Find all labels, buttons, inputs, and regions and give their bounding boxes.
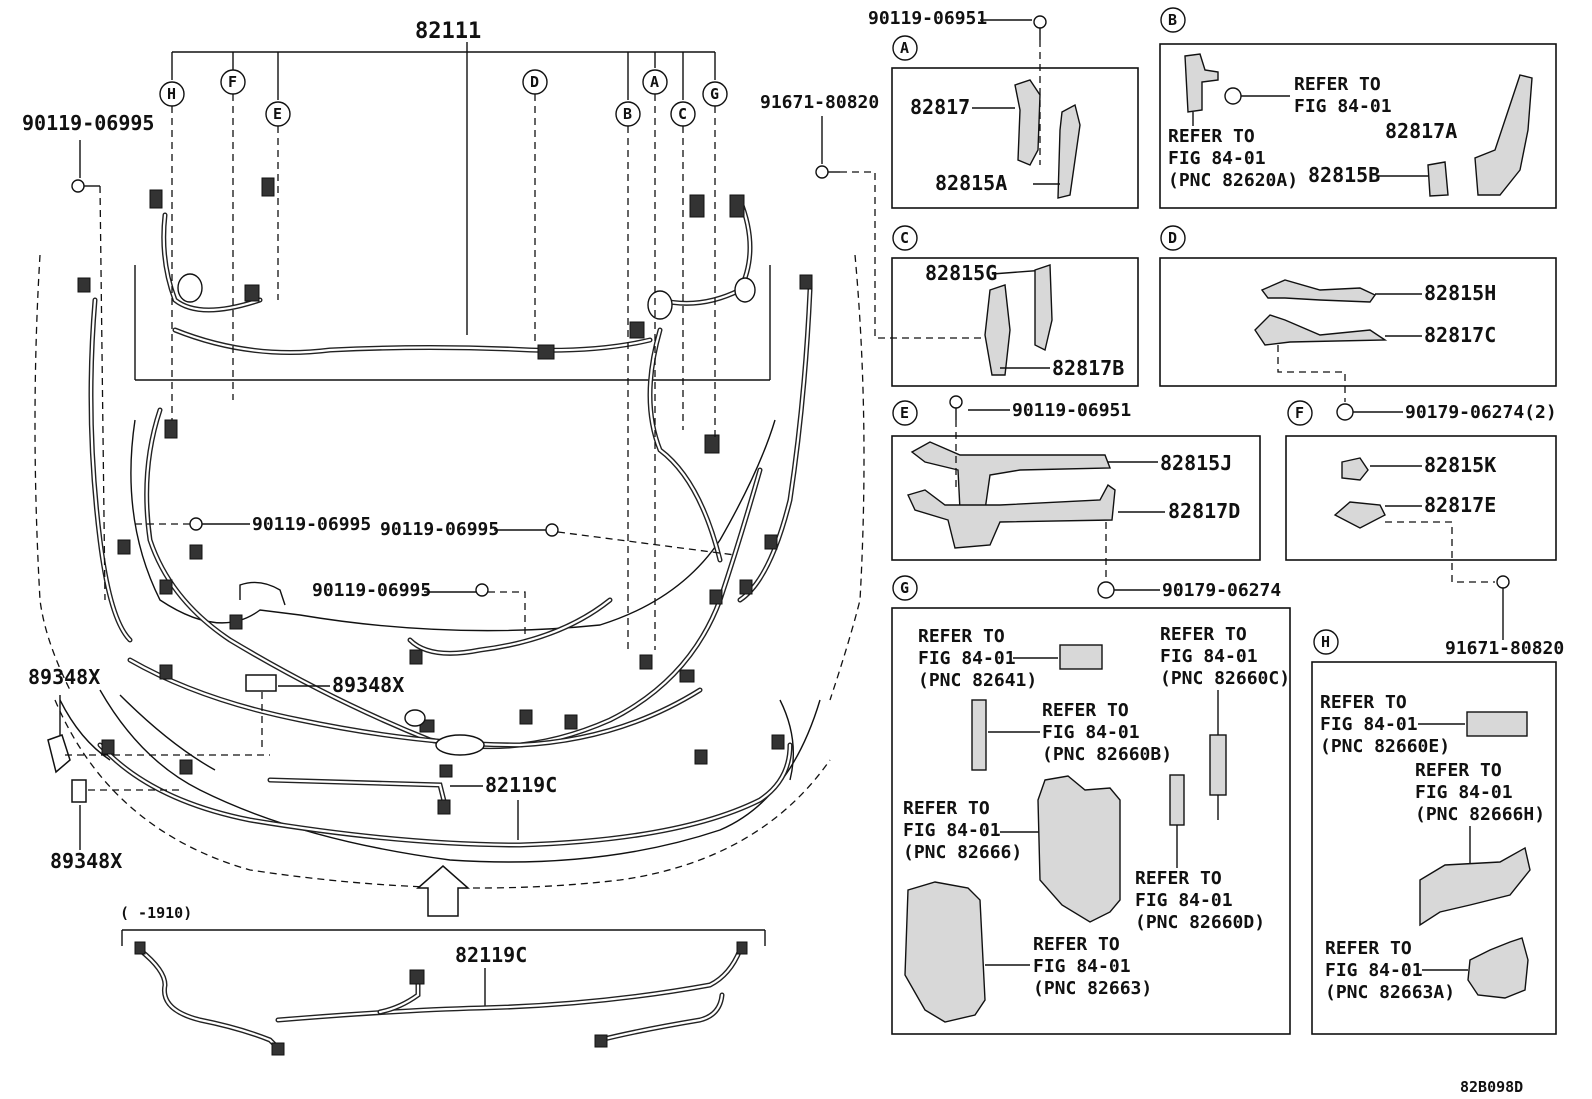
bolt-top-left [71,179,106,601]
inset-f-part-2: 82817E [1424,493,1496,517]
inset-d-part-1: 82815H [1424,281,1496,305]
inset-b-letter: B [1168,11,1177,29]
inset-e-part-2: 82817D [1168,499,1240,523]
inset-b-part-1: 82817A [1385,119,1457,143]
inset-f-bolt: 91671-80820 [1445,638,1564,659]
variant-note: ( -1910) [120,904,192,922]
inset-h-ref1-line1: REFER TO [1320,692,1407,713]
inset-f-part-1: 82815K [1424,453,1496,477]
inset-g-ref6-line2: FIG 84-01 [1033,956,1131,977]
main-assembly: 82111 H F E D B A C G [22,8,1047,1056]
inset-g-ref6-line3: (PNC 82663) [1033,978,1152,999]
inset-f-clip: 90179-06274(2) [1405,402,1557,423]
inset-g-ref3-line3: (PNC 82660B) [1042,744,1172,765]
inset-h-ref2-line2: FIG 84-01 [1415,782,1513,803]
inset-g-ref1-line2: FIG 84-01 [918,648,1016,669]
inset-h-ref1-line3: (PNC 82660E) [1320,736,1450,757]
inset-d-part-2: 82817C [1424,323,1496,347]
inset-g-ref4-line2: FIG 84-01 [903,820,1001,841]
bubble-f: F [228,73,237,91]
inset-g: G REFER TO FIG 84-01 (PNC 82641) REFER T… [891,575,1291,1035]
label-82111: 82111 [415,19,481,44]
inset-g-ref2-line1: REFER TO [1160,624,1247,645]
inset-g-ref5-line3: (PNC 82660D) [1135,912,1265,933]
inset-a-part-2: 82815A [935,171,1007,195]
diagram-id: 82B098D [1460,1078,1523,1096]
bubble-e: E [273,105,282,123]
inset-b-refer2-line1: REFER TO [1168,126,1255,147]
inset-b-part-2: 82815B [1308,163,1380,187]
bubble-h: H [167,85,176,103]
inset-g-ref5-line2: FIG 84-01 [1135,890,1233,911]
label-clip-bottom-left: 89348X [50,849,122,873]
label-bolt-top-center: 90119-06951 [868,8,987,29]
inset-c-part-2: 82817B [1052,356,1124,380]
label-bolt-top-left: 90119-06995 [22,111,154,135]
inset-g-ref3-line2: FIG 84-01 [1042,722,1140,743]
inset-a-part-1: 82817 [910,95,970,119]
label-bolt-center-1: 90119-06995 [252,514,371,535]
label-clip-center: 89348X [332,673,404,697]
inset-b: B REFER TO FIG 84-01 REFER TO FIG 84-01 … [1159,7,1557,209]
arrow-up-icon [416,865,470,917]
inset-h-ref1-line2: FIG 84-01 [1320,714,1418,735]
inset-g-ref4-line3: (PNC 82666) [903,842,1022,863]
bubble-g: G [710,85,719,103]
bolt-center-2 [545,523,736,556]
inset-d-letter: D [1168,229,1177,247]
inset-h-letter: H [1321,633,1330,651]
bubble-d: D [530,73,539,91]
inset-b-refer2-line2: FIG 84-01 [1168,148,1266,169]
inset-h-ref3-line3: (PNC 82663A) [1325,982,1455,1003]
clip-89348x-left [47,695,270,850]
inset-g-ref2-line2: FIG 84-01 [1160,646,1258,667]
inset-h-ref2-line1: REFER TO [1415,760,1502,781]
bubble-b: B [623,105,632,123]
inset-g-ref2-line3: (PNC 82660C) [1160,668,1290,689]
inset-f-letter: F [1295,404,1304,422]
bolt-center-1 [135,517,250,531]
bolt-left-mid [815,165,995,339]
bubble-c: C [678,105,687,123]
inset-g-ref6-line1: REFER TO [1033,934,1120,955]
label-82119c-variant: 82119C [455,943,527,967]
label-bolt-left-mid: 91671-80820 [760,92,879,113]
inset-g-ref3-line1: REFER TO [1042,700,1129,721]
inset-c-part-1: 82815G [925,261,997,285]
bolt-center-3 [475,583,526,640]
inset-h-ref2-line3: (PNC 82666H) [1415,804,1545,825]
inset-f: F 90179-06274(2) 82815K 82817E 91671-808… [1285,400,1564,659]
label-clip-top-left: 89348X [28,665,100,689]
inset-e-bolt: 90119-06951 [1012,400,1131,421]
harness-connectors [77,177,813,815]
inset-h-ref3-line1: REFER TO [1325,938,1412,959]
inset-e-letter: E [900,404,909,422]
inset-b-refer1-line1: REFER TO [1294,74,1381,95]
callout-bubbles: H F E D B A C G [159,69,728,127]
inset-g-letter: G [900,579,909,597]
inset-h-ref3-line2: FIG 84-01 [1325,960,1423,981]
clip-89348x-center [245,674,330,750]
inset-g-ref1-line1: REFER TO [918,626,1005,647]
label-bolt-center-3: 90119-06995 [312,580,431,601]
inset-c: C 82815G 82817B [891,225,1139,387]
inset-g-ref5-line1: REFER TO [1135,868,1222,889]
inset-d: D 82815H 82817C [1159,225,1557,402]
inset-e-clip: 90179-06274 [1162,580,1281,601]
inset-e-part-1: 82815J [1160,451,1232,475]
inset-a-letter: A [900,39,909,57]
bubble-a: A [650,73,659,91]
label-82119c: 82119C [485,773,557,797]
fasteners [47,15,1047,850]
inset-g-ref1-line3: (PNC 82641) [918,670,1037,691]
inset-c-letter: C [900,229,909,247]
inset-g-ref4-line1: REFER TO [903,798,990,819]
inset-b-refer1-line2: FIG 84-01 [1294,96,1392,117]
label-bolt-center-2: 90119-06995 [380,519,499,540]
inset-b-refer2-line3: (PNC 82620A) [1168,170,1298,191]
inset-h: H REFER TO FIG 84-01 (PNC 82660E) REFER … [1311,629,1557,1035]
inset-a: A 82817 82815A [891,35,1139,209]
inset-e: E 90119-06951 82815J 82817D 90179-06274 [891,395,1281,601]
